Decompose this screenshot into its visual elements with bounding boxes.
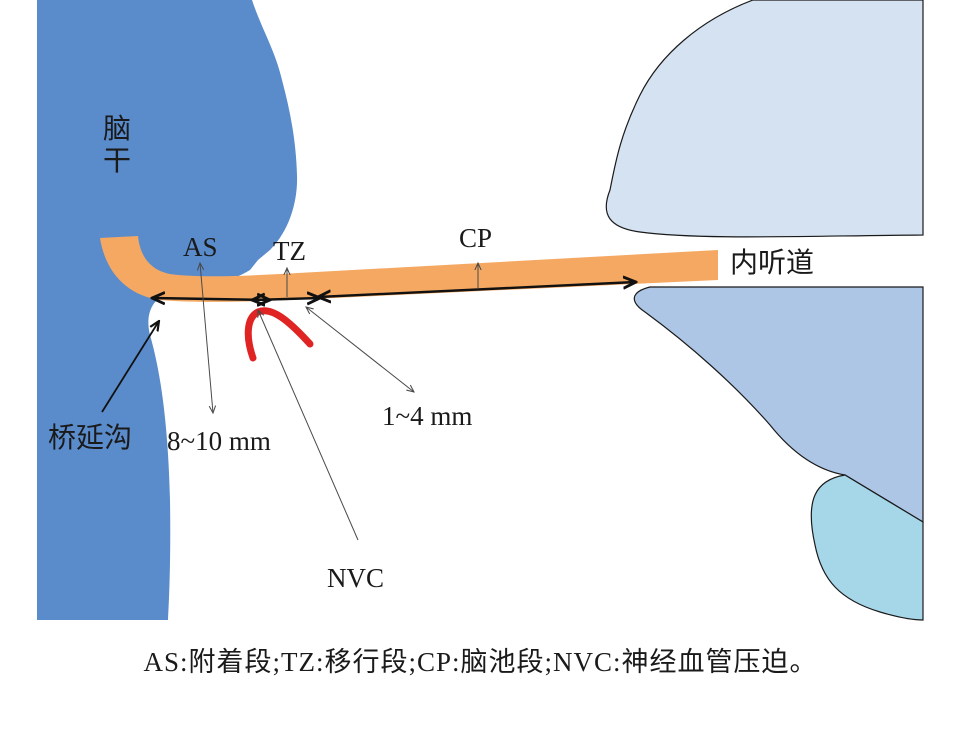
nvc-pointer-line [258, 310, 359, 541]
as-label: AS [183, 232, 218, 262]
lower-bone-inner-shape [810, 474, 924, 621]
brainstem-label-2: 干 [103, 144, 131, 177]
vessel-shape [244, 307, 314, 362]
as-length-label: 8~10 mm [167, 426, 271, 456]
brainstem-label-1: 脑 [103, 112, 131, 145]
pontomedullary-sulcus-label: 桥延沟 [48, 421, 132, 454]
tz-length-pointer-line [306, 307, 414, 392]
tz-dimension-arrow [252, 298, 320, 300]
as-pointer-line [200, 263, 213, 413]
internal-auditory-canal-label: 内听道 [730, 246, 814, 279]
brainstem-shape [37, 0, 298, 620]
nvc-label: NVC [327, 563, 384, 593]
figure-caption: AS:附着段;TZ:移行段;CP:脑池段;NVC:神经血管压迫。 [143, 647, 818, 677]
tz-length-label: 1~4 mm [382, 401, 472, 431]
cp-label: CP [459, 223, 492, 253]
upper-bone-shape [605, 0, 924, 238]
lower-bone-shape [633, 286, 924, 524]
cp-dimension-arrow [318, 282, 636, 297]
tz-label: TZ [273, 236, 306, 266]
sulcus-pointer-line [101, 321, 159, 413]
